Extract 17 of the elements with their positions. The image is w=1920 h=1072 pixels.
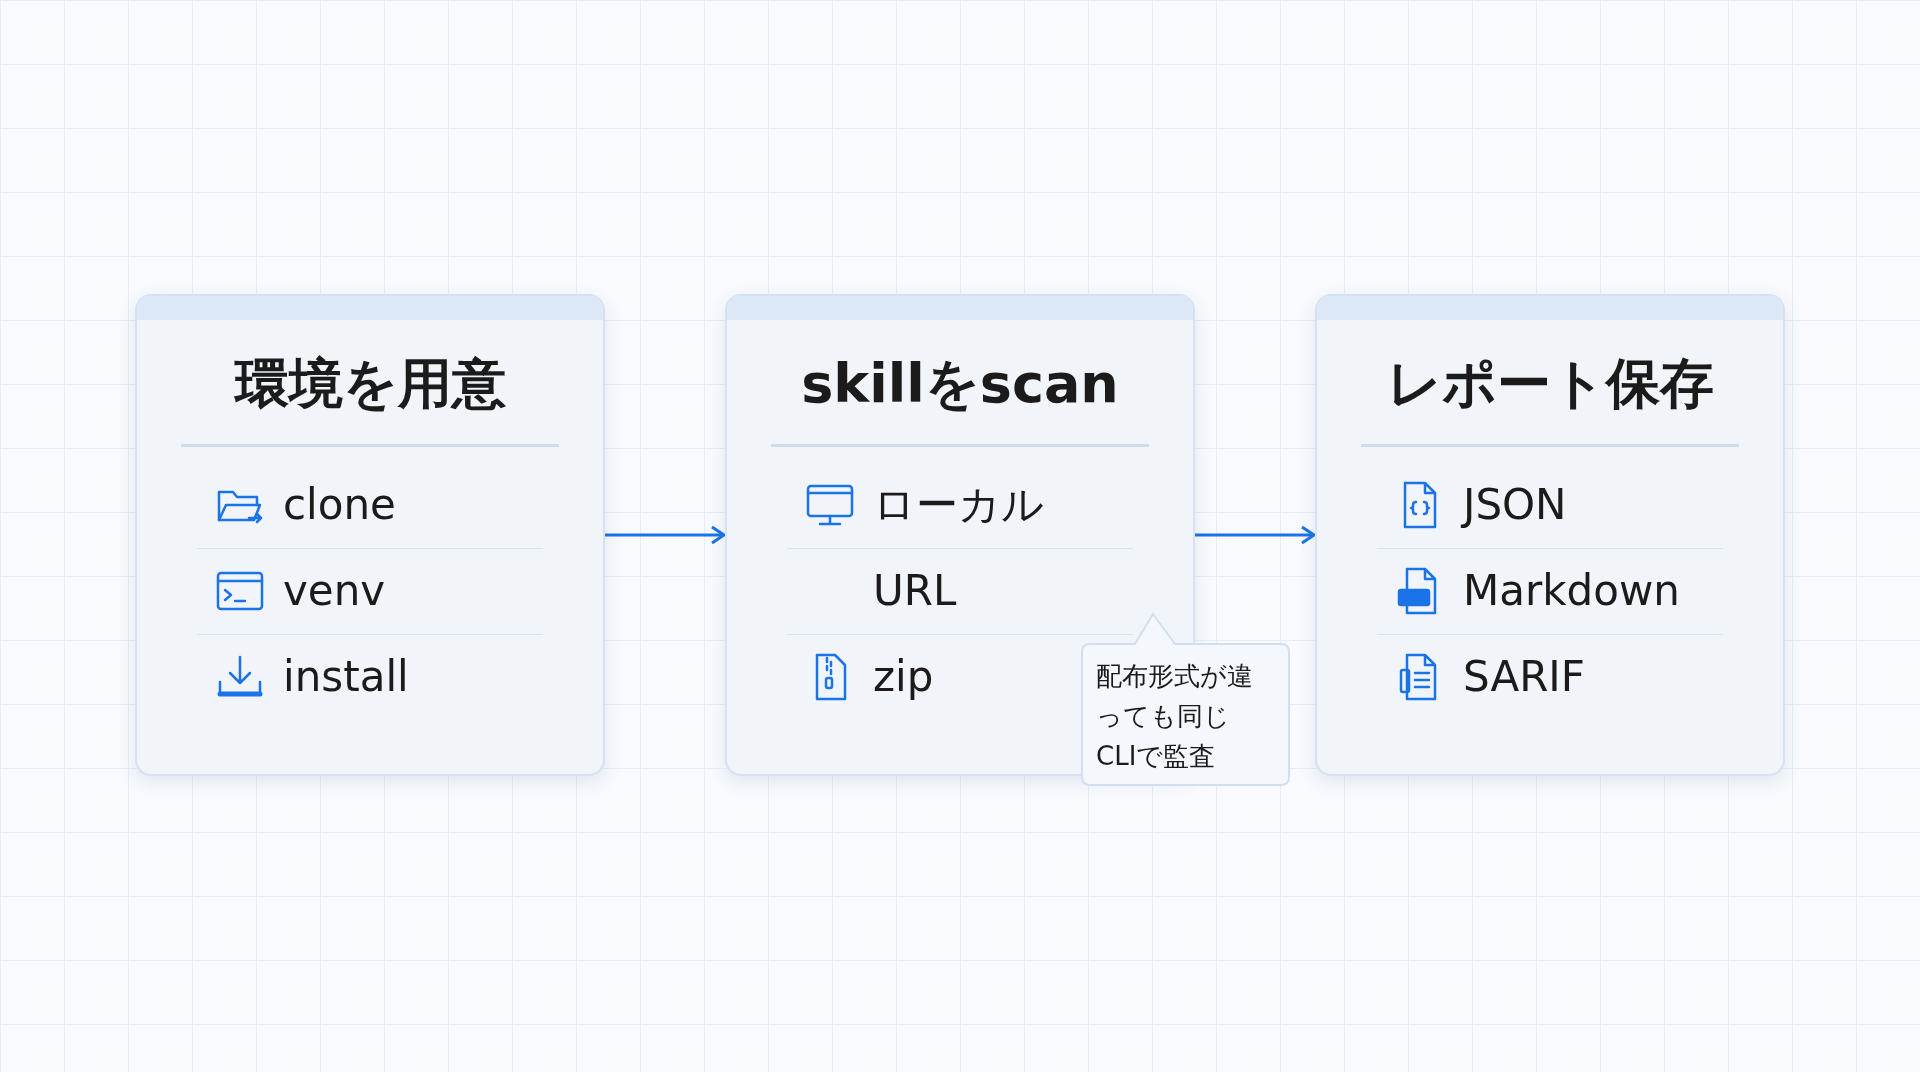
list-item: venv [283,566,386,616]
list-item: install [283,652,409,702]
card-heading: 環境を用意 [233,351,507,417]
list-item: Markdown [1463,566,1680,616]
list-item: SARIF [1463,652,1585,702]
card-heading: レポート保存 [1385,351,1715,417]
arrow [605,525,726,545]
list-item: zip [873,652,934,702]
arrow [1195,525,1316,545]
list-item: clone [283,480,396,530]
callout-text: 配布形式が違っても同じCLIで監査 [1096,660,1254,773]
list-item: ローカル [873,480,1044,530]
step-card [1315,294,1785,776]
list-item: URL [873,566,957,616]
callout-bubble [1080,612,1291,787]
card-heading: skillをscan [800,351,1120,417]
step-card [135,294,605,776]
